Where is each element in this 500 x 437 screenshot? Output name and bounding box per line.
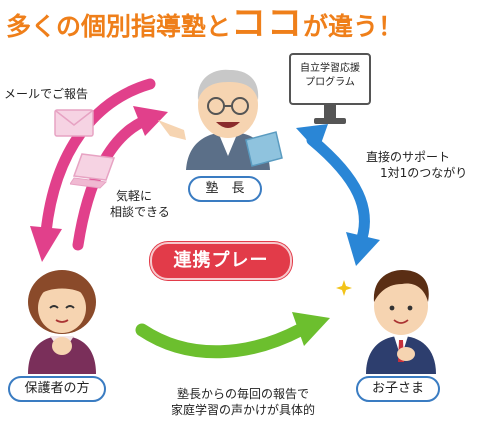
guardian-label: 保護者の方 [8,376,106,402]
title-part-1: 多くの個別指導塾と [6,12,232,41]
green-arrow [135,312,330,359]
child-label: お子さま [356,376,440,402]
direct-line-2: 1対1のつながり [380,166,468,180]
monitor-icon [289,53,371,124]
sparkle-icon [336,280,352,296]
guardian-illustration [28,270,96,374]
report-line-1: 塾長からの毎回の報告で [176,387,309,401]
renkei-badge: 連携プレー [150,242,292,280]
monitor-line-2: プログラム [305,77,355,88]
monitor-line-1: 自立学習応援 [300,63,360,74]
consult-line-2: 相談できる [110,205,170,219]
principal-label: 塾 長 [188,176,262,202]
title-part-3: が違う！ [303,12,404,41]
envelope-icon [54,109,94,137]
mail-report-label: メールでご報告 [4,87,89,101]
principal-illustration [158,69,283,170]
direct-line-1: 直接のサポート [366,150,451,164]
direct-support-label: 直接のサポート 1対1のつながり [366,149,467,181]
monitor-screen-text: 自立学習応援 プログラム [291,62,369,90]
title-part-2: ココ [231,4,304,44]
consult-label: 気軽に 相談できる [110,188,170,220]
laptop-icon [70,153,116,189]
report-line-2: 家庭学習の声かけが具体的 [170,403,315,417]
report-label: 塾長からの毎回の報告で 家庭学習の声かけが具体的 [148,386,338,418]
consult-line-1: 気軽に [116,189,153,203]
child-illustration [366,270,436,374]
blue-double-arrow [296,124,380,266]
page-title: 多くの個別指導塾とココが違う！ [6,2,496,46]
